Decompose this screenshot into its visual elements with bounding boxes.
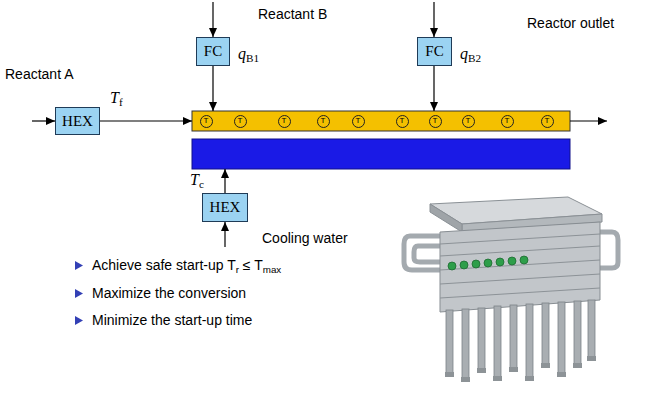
temperature-sensor: T [396,115,409,128]
reactor-photo [404,197,618,382]
heat-exchanger: HEX [202,193,248,222]
flow-controller: FC [196,37,230,66]
node-text: T [433,117,438,125]
node-text: FC [425,44,443,59]
node-text: T [356,117,361,125]
feed-line [212,66,213,111]
flow-controller: FC [417,37,452,66]
node-text: T [400,117,405,125]
feed-arrow [32,120,55,121]
temperature-label: Tc [190,171,204,191]
temperature-sensor: T [462,115,475,128]
stream-label: Cooling water [262,230,348,246]
node-text: T [238,117,243,125]
node-text: T [282,117,287,125]
flow-arrows [32,2,607,247]
feed-line [100,120,192,121]
temperature-label: Tf [110,89,123,109]
temperature-sensor: T [352,115,365,128]
bullet-marks [75,261,83,325]
flow-label: qB2 [460,45,481,65]
bullet-mark [75,316,83,325]
temperature-sensor: T [200,115,213,128]
stream-label: Reactor outlet [527,15,614,31]
coolant-arrow [224,222,225,247]
temperature-sensor: T [234,115,247,128]
stream-label: Reactant A [5,66,74,82]
bullet-mark [75,289,83,298]
node-text: T [321,117,326,125]
objective-text: Maximize the conversion [92,285,246,301]
temperature-sensor: T [429,115,442,128]
bullet-mark [75,261,83,270]
temperature-sensor: T [278,115,291,128]
node-text: HEX [210,200,241,215]
cooling-jacket [192,139,570,169]
coolant-line [224,169,225,193]
feed-arrow [433,2,434,37]
temperature-sensor: T [541,115,554,128]
objective-text: Minimize the start-up time [92,312,252,328]
reactor-channel [192,111,570,131]
node-text: HEX [62,114,93,129]
flow-label: qB1 [238,45,259,65]
node-text: T [204,117,209,125]
node-text: FC [204,44,222,59]
node-text: T [505,117,510,125]
feed-line [433,66,434,111]
temperature-sensor: T [317,115,330,128]
feed-arrow [212,2,213,37]
objective-text: Achieve safe start-up Tr ≤ Tmax [92,257,281,275]
stream-label: Reactant B [258,6,327,22]
node-text: T [466,117,471,125]
node-text: T [545,117,550,125]
heat-exchanger: HEX [55,107,100,135]
temperature-sensor: T [501,115,514,128]
outlet-arrow [570,120,607,121]
